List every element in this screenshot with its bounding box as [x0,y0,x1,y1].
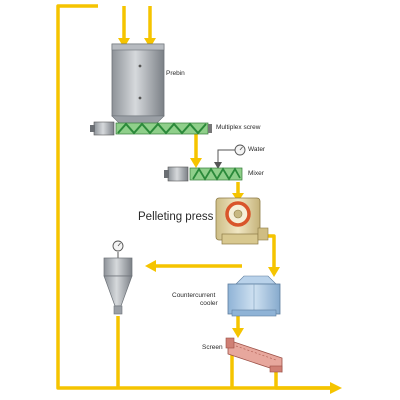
arrow-product-out [330,382,342,394]
flow-arrows [118,38,342,394]
cyclone [103,240,133,315]
pelleting-press [215,197,269,245]
arrow-prebin-2 [144,38,156,48]
arrow-to-press [232,193,244,202]
prebin-level-sensor [138,64,142,68]
return-loop-line [56,4,330,390]
prebin [111,43,165,125]
screen [225,337,283,373]
arrow-prebin-1 [118,38,130,48]
pelleting-press-label: Pelleting press [138,211,214,223]
arrow-to-cyclone [145,260,156,272]
mixer-label: Mixer [248,170,264,177]
countercurrent-cooler [227,275,281,317]
multiplex-screw-label: Multiplex screw [216,124,261,131]
screw-flights [117,122,207,135]
flow-lines [56,4,332,390]
multiplex-screw [90,121,212,136]
water-inlet [214,144,246,169]
screen-label: Screen [202,344,223,351]
screw-motor [93,121,115,136]
product-out-line [274,372,332,390]
mixer-motor [167,166,189,182]
arrow-to-mixer [190,158,202,168]
water-label: Water [248,146,266,153]
countercurrent-cooler-label-line2: cooler [200,300,218,307]
arrow-to-screen [232,328,244,338]
mixer-paddles [192,167,241,181]
press-to-cooler-line [262,234,276,270]
countercurrent-cooler-label-line1: Countercurrent [172,292,216,299]
prebin-label: Prebin [166,70,185,77]
mixer [164,166,243,182]
arrow-to-cooler [268,267,280,277]
